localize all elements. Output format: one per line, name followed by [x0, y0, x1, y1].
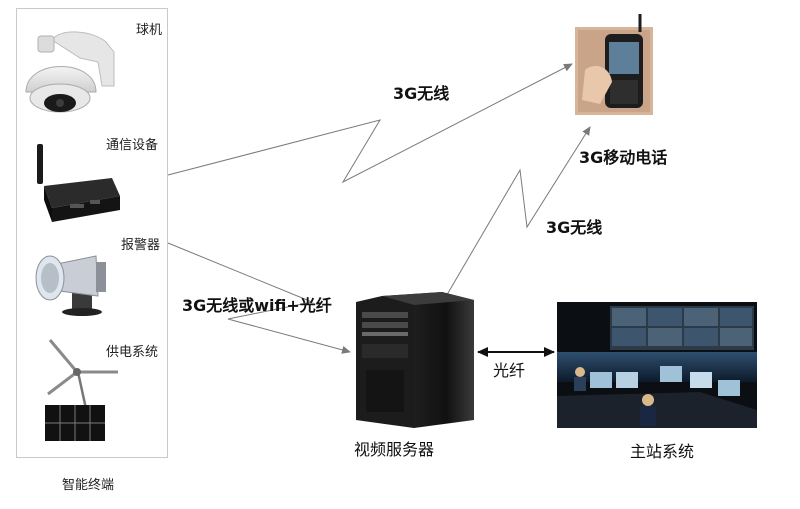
phone-label: 3G移动电话: [579, 148, 668, 167]
link-terminal-to-server: [167, 242, 351, 354]
link-label-3g-right: 3G无线: [546, 218, 603, 237]
link-terminal-to-phone: [167, 63, 573, 184]
mobile-phone-icon: [575, 14, 653, 115]
wind-solar-power-icon: [45, 339, 118, 441]
smart-terminal-label: 智能终端: [62, 478, 115, 493]
link-label-3g-top: 3G无线: [393, 84, 450, 103]
control-room-icon: [557, 302, 757, 428]
device-label-alarm: 报警器: [121, 238, 161, 253]
main-station-label: 主站系统: [630, 442, 695, 461]
device-label-communication: 通信设备: [106, 138, 159, 153]
video-server-label: 视频服务器: [354, 440, 435, 459]
link-server-to-phone: [440, 126, 591, 302]
device-label-dome-camera: 球机: [136, 23, 163, 38]
dome-camera-icon: [25, 31, 115, 113]
server-tower-icon: [356, 292, 474, 428]
device-label-power: 供电系统: [106, 345, 159, 360]
alarm-horn-icon: [35, 255, 106, 316]
smart-terminal-group: [16, 8, 168, 458]
link-label-3g-wifi-fiber: 3G无线或wifi+光纤: [182, 296, 332, 315]
link-label-fiber: 光纤: [493, 361, 526, 380]
communication-device-icon: [37, 144, 120, 222]
